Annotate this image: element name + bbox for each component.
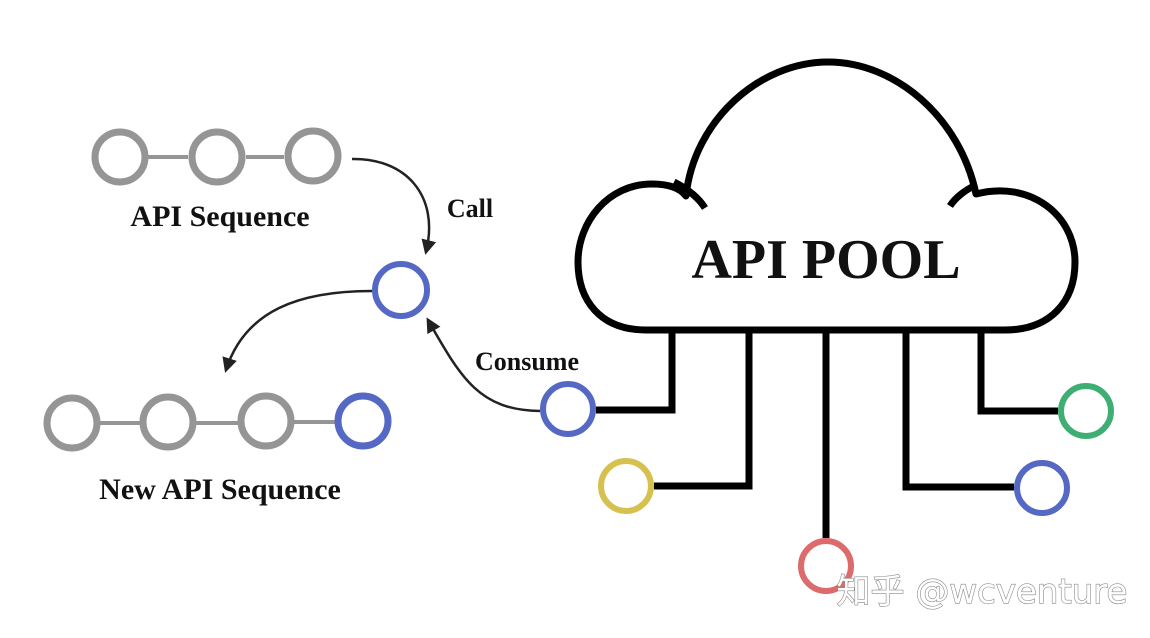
- api-pool-label: API POOL: [691, 229, 960, 291]
- api-pool-cloud: API POOL: [574, 58, 1079, 334]
- pool-node-blue-right: [1014, 460, 1070, 516]
- sequence-node: [139, 393, 197, 451]
- pool-connectors: [596, 333, 1058, 538]
- pool-node-red: [798, 538, 854, 594]
- watermark: 知乎 @wcventure: [837, 572, 1128, 612]
- call-label: Call: [447, 194, 493, 223]
- new-sequence-node: [334, 392, 392, 450]
- sequence-node: [91, 128, 149, 186]
- called-api-node: [372, 261, 430, 319]
- connector-green: [977, 333, 1058, 415]
- pool-node-yellow: [598, 458, 654, 514]
- sequence-node: [188, 128, 246, 186]
- new-api-sequence-label: New API Sequence: [99, 473, 341, 506]
- sequence-node: [43, 394, 101, 452]
- pool-node-blue-left: [540, 381, 596, 437]
- cloud-inner-arc-left: [672, 178, 708, 210]
- cloud-inner-arc-right: [947, 181, 978, 208]
- new-api-sequence-group: New API Sequence: [43, 392, 392, 506]
- pool-node-green: [1058, 383, 1114, 439]
- append-arrow: [222, 289, 373, 373]
- call-arrow: [351, 157, 437, 255]
- sequence-node: [237, 392, 295, 450]
- consume-label: Consume: [475, 347, 579, 376]
- connector-blue-left: [596, 333, 676, 414]
- cloud-outline: [574, 58, 1079, 334]
- api-sequence-group: API Sequence: [91, 127, 342, 233]
- api-sequence-label: API Sequence: [130, 200, 309, 233]
- connector-yellow: [654, 333, 753, 490]
- sequence-node: [284, 127, 342, 185]
- connector-blue-right: [902, 333, 1014, 491]
- consume-arrow: [426, 317, 541, 413]
